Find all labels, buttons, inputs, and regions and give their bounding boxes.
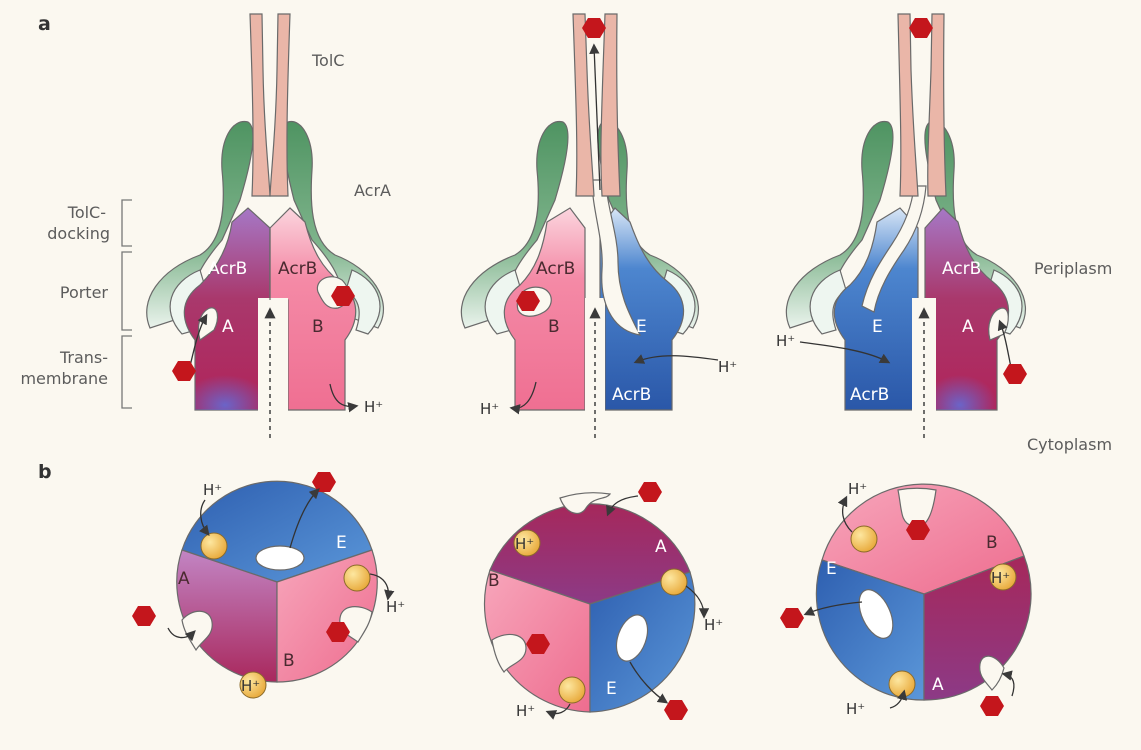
drug-entry-arrow [1004, 674, 1014, 696]
tolc-docking-label-line2: docking [47, 224, 110, 243]
proton-label: H⁺ [386, 598, 405, 616]
structure-1: AcrB AcrB A B H⁺ [147, 14, 384, 438]
acrb-label: AcrB [208, 259, 247, 279]
proton-site [344, 565, 370, 591]
acrb-label: AcrB [612, 385, 651, 405]
state-b-label: B [283, 651, 295, 671]
drug-hexagon [1003, 364, 1027, 384]
drug-hexagon [909, 18, 933, 38]
proton-label: H⁺ [515, 535, 534, 553]
tolc-left-wall [250, 14, 270, 196]
proton-label: H⁺ [848, 480, 867, 498]
state-b-label: B [986, 533, 998, 553]
proton-label: H⁺ [991, 569, 1010, 587]
drug-hexagon [780, 608, 804, 628]
trimer-top-view-2: H⁺ H⁺ H⁺ A B E [484, 482, 723, 720]
state-a-label: A [222, 317, 234, 337]
state-a-label: A [962, 317, 974, 337]
drug-hexagon [664, 700, 688, 720]
porter-label: Porter [60, 283, 109, 302]
tolc-docking-bracket [122, 200, 132, 246]
periplasm-label: Periplasm [1034, 259, 1112, 278]
cytoplasm-label: Cytoplasm [1027, 435, 1112, 454]
proton-label: H⁺ [364, 398, 383, 416]
acrb-state-a-base [935, 360, 997, 410]
proton-label: H⁺ [704, 616, 723, 634]
acrb-label: AcrB [850, 385, 889, 405]
trimer-top-view-3: H⁺ H⁺ H⁺ B E A [780, 480, 1031, 718]
proton-site [559, 677, 585, 703]
proton-label: H⁺ [480, 400, 499, 418]
acrb-label: AcrB [536, 259, 575, 279]
proton-site [889, 671, 915, 697]
proton-site [201, 533, 227, 559]
acrb-label: AcrB [278, 259, 317, 279]
state-e-label: E [872, 317, 883, 337]
transmembrane-label-line1: Trans- [59, 348, 108, 367]
tolc-label: TolC [311, 51, 344, 70]
state-e-label: E [606, 679, 617, 699]
proton-label: H⁺ [776, 332, 795, 350]
state-b-label: B [488, 571, 500, 591]
state-a-label: A [178, 569, 190, 589]
acra-label: AcrA [354, 181, 391, 200]
porter-bracket [122, 252, 132, 330]
state-a-label: A [932, 675, 944, 695]
drug-hexagon [132, 606, 156, 626]
tolc-right-wall [270, 14, 290, 196]
drug-hexagon [172, 361, 196, 381]
transmembrane-label-line2: membrane [20, 369, 108, 388]
structure-3: AcrB E A AcrB H⁺ [776, 14, 1027, 438]
transmembrane-bracket [122, 336, 132, 408]
proton-site [851, 526, 877, 552]
panel-a-label: a [38, 13, 51, 35]
proton-label: H⁺ [203, 481, 222, 499]
tolc-left-wall [573, 14, 594, 196]
panel-b-label: b [38, 461, 52, 483]
proton-label: H⁺ [516, 702, 535, 720]
proton-label: H⁺ [846, 700, 865, 718]
exit-opening [256, 546, 304, 570]
proton-site [661, 569, 687, 595]
tolc-left-wall [898, 14, 918, 196]
state-a-label: A [655, 537, 667, 557]
trimer-top-view-1: H⁺ H⁺ H⁺ E A B [132, 472, 405, 698]
proton-label: H⁺ [241, 677, 260, 695]
drug-hexagon [980, 696, 1004, 716]
tolc-right-wall [601, 14, 620, 196]
central-channel [258, 298, 288, 418]
drug-exit-arrow-2 [594, 46, 600, 190]
structure-2: AcrB B E AcrB H⁺ H⁺ [461, 14, 737, 438]
state-b-label: B [312, 317, 324, 337]
region-brackets [122, 200, 132, 408]
proton-label: H⁺ [718, 358, 737, 376]
state-e-label: E [826, 559, 837, 579]
state-b-label: B [548, 317, 560, 337]
tolc-right-wall [928, 14, 946, 196]
state-e-label: E [636, 317, 647, 337]
state-e-label: E [336, 533, 347, 553]
acrb-label: AcrB [942, 259, 981, 279]
drug-hexagon [638, 482, 662, 502]
tolc-docking-label-line1: TolC- [67, 203, 106, 222]
